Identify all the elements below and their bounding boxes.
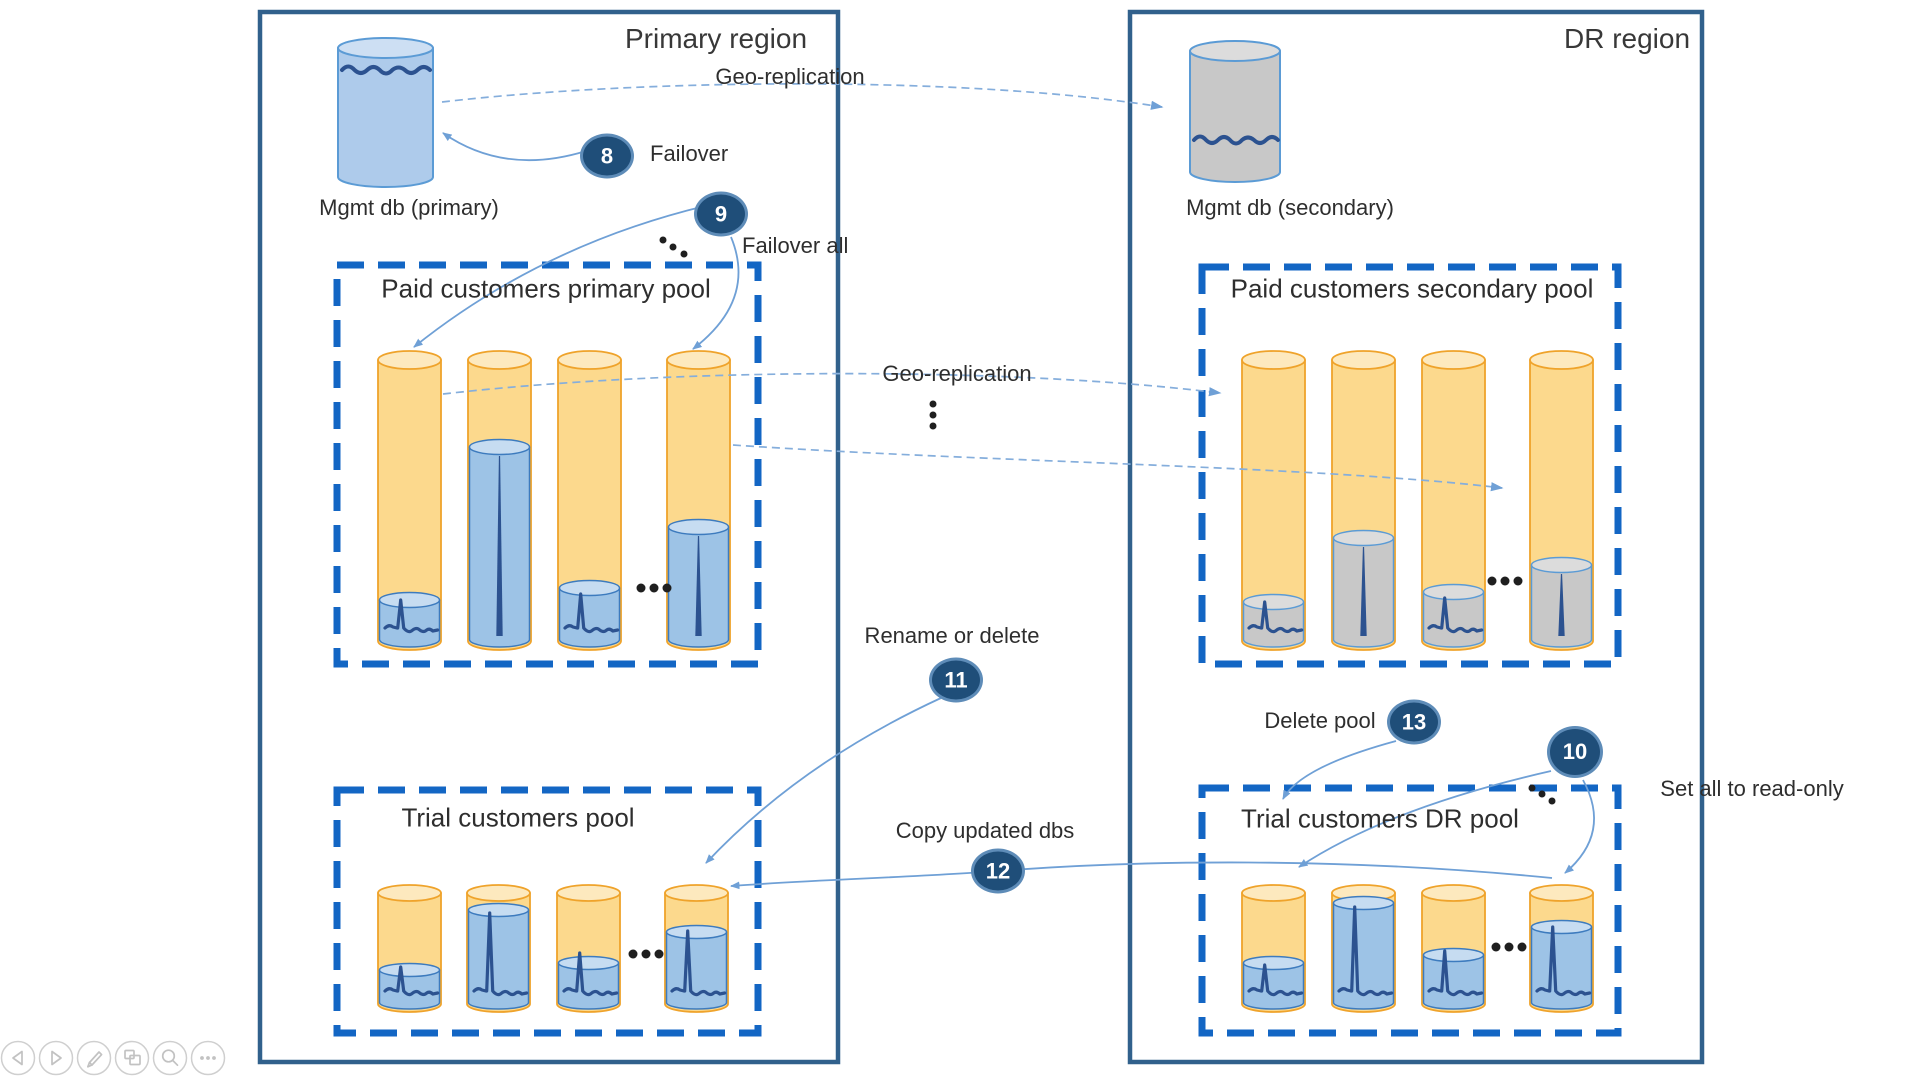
db-used-space-cylinder (1530, 556, 1593, 648)
database-cylinders (337, 37, 1594, 1013)
db-used-space-cylinder (378, 962, 441, 1010)
db-used-space-cylinder (1332, 529, 1395, 648)
mgmt-db-primary-cylinder (337, 37, 434, 188)
step-13-label: Delete pool (1264, 708, 1376, 733)
db-used-space-cylinder (1530, 919, 1593, 1010)
step-12-label: Copy updated dbs (895, 818, 1075, 843)
trial-dr-pool-title: Trial customers DR pool (1241, 803, 1519, 834)
dr-region-title: DR region (1563, 23, 1691, 54)
previous-slide-icon (12, 1050, 23, 1066)
geo-replication-db-arrow (441, 83, 1164, 110)
more-options-icon (200, 1056, 216, 1060)
pool-db-cylinder (557, 350, 622, 651)
trial-primary-pool-title: Trial customers pool (401, 802, 635, 833)
slideshow-toolbar (0, 1040, 226, 1076)
db-usage-sparkline (1427, 596, 1484, 634)
pool-db-cylinder (1421, 350, 1486, 651)
set-readonly-arrow-1 (1298, 770, 1552, 868)
db-usage-spike (1360, 547, 1367, 636)
next-slide-icon (51, 1050, 62, 1066)
db-used-space-cylinder (1422, 583, 1485, 648)
step-badge-8: 8 (580, 133, 634, 179)
trial-dr-pool-box (1198, 784, 1622, 1037)
geo-replication-pool-arrow-1 (442, 372, 1222, 397)
db-activity-squiggle (340, 64, 432, 76)
primary-region-title: Primary region (624, 23, 808, 54)
more-dbs-dots-paid-primary (636, 583, 672, 593)
db-usage-sparkline (383, 598, 440, 634)
step-8-label: Failover (650, 141, 729, 166)
db-used-space-cylinder (378, 591, 441, 648)
step-badge-11: 11 (929, 657, 983, 703)
next-slide-button[interactable] (38, 1040, 74, 1076)
db-usage-spike (1558, 574, 1565, 636)
paid-secondary-pool-title: Paid customers secondary pool (1230, 273, 1594, 304)
db-used-space-cylinder (1242, 955, 1305, 1010)
mgmt-db-secondary-label: Mgmt db (secondary) (1186, 195, 1394, 220)
pool-db-cylinder (1241, 350, 1306, 651)
paid-secondary-pool-box (1198, 263, 1622, 668)
db-usage-sparkline (472, 911, 529, 997)
db-used-space-cylinder (468, 438, 531, 648)
paid-primary-pool-title: Paid customers primary pool (381, 273, 711, 304)
db-usage-sparkline (562, 951, 619, 997)
pen-icon (86, 1051, 103, 1068)
db-used-space-cylinder (1422, 947, 1485, 1010)
geo-replication-pool-arrow-2 (732, 444, 1504, 492)
copy-updated-dbs-arrow (730, 861, 1553, 890)
db-activity-squiggle (1192, 134, 1280, 146)
step-badge-9: 9 (694, 191, 748, 237)
db-used-space-cylinder (558, 579, 621, 648)
db-used-space-cylinder (467, 902, 530, 1010)
step-10-label: Set all to read-only (1660, 776, 1844, 801)
db-usage-spike (695, 536, 702, 636)
db-usage-sparkline (1337, 905, 1394, 997)
db-used-space-cylinder (1332, 895, 1395, 1010)
db-usage-spike (496, 456, 503, 636)
more-replication-dots-vertical (929, 400, 937, 430)
mgmt-db-primary-label: Mgmt db (primary) (319, 195, 499, 220)
failover-all-arrow-2 (692, 236, 740, 350)
rename-or-delete-arrow (705, 697, 942, 864)
previous-slide-button[interactable] (0, 1040, 36, 1076)
db-usage-sparkline (1247, 600, 1304, 634)
more-dbs-dots-paid-secondary (1487, 576, 1523, 586)
db-usage-sparkline (1427, 949, 1484, 997)
zoom-icon (161, 1049, 179, 1067)
step-11-label: Rename or delete (864, 623, 1040, 648)
db-usage-sparkline (1247, 963, 1304, 997)
db-usage-sparkline (1535, 925, 1592, 997)
step-9-label: Failover all (742, 233, 849, 258)
delete-pool-arrow (1282, 740, 1397, 800)
db-usage-sparkline (383, 965, 440, 997)
step-badge-13: 13 (1387, 699, 1441, 745)
db-used-space-cylinder (1242, 593, 1305, 648)
primary-region-box (257, 9, 841, 1065)
step-badge-10: 10 (1547, 726, 1603, 778)
more-arrows-dots-failover-all (659, 236, 688, 258)
more-arrows-dots-set-readonly (1528, 784, 1556, 805)
trial-primary-pool-box (333, 786, 762, 1037)
mgmt-db-secondary-cylinder (1189, 40, 1281, 183)
db-used-space-cylinder (665, 924, 728, 1010)
see-all-slides-icon (124, 1049, 141, 1066)
paid-primary-pool-box (333, 261, 762, 668)
set-readonly-arrow-2 (1564, 779, 1595, 874)
zoom-button[interactable] (152, 1040, 188, 1076)
failover-all-arrow-1 (413, 205, 706, 348)
pool-db-cylinder (377, 350, 442, 651)
step-badge-12: 12 (971, 848, 1025, 894)
db-used-space-cylinder (667, 518, 730, 648)
more-dbs-dots-trial-dr (1491, 942, 1527, 952)
geo-replication-db-label: Geo-replication (715, 64, 865, 89)
geo-replication-pool-label: Geo-replication (882, 361, 1032, 386)
more-dbs-dots-trial-primary (628, 949, 664, 959)
db-usage-sparkline (670, 929, 727, 997)
db-used-space-cylinder (557, 951, 620, 1010)
db-usage-sparkline (563, 592, 620, 634)
dr-region-box (1127, 9, 1705, 1065)
failover-arrow (442, 132, 587, 162)
